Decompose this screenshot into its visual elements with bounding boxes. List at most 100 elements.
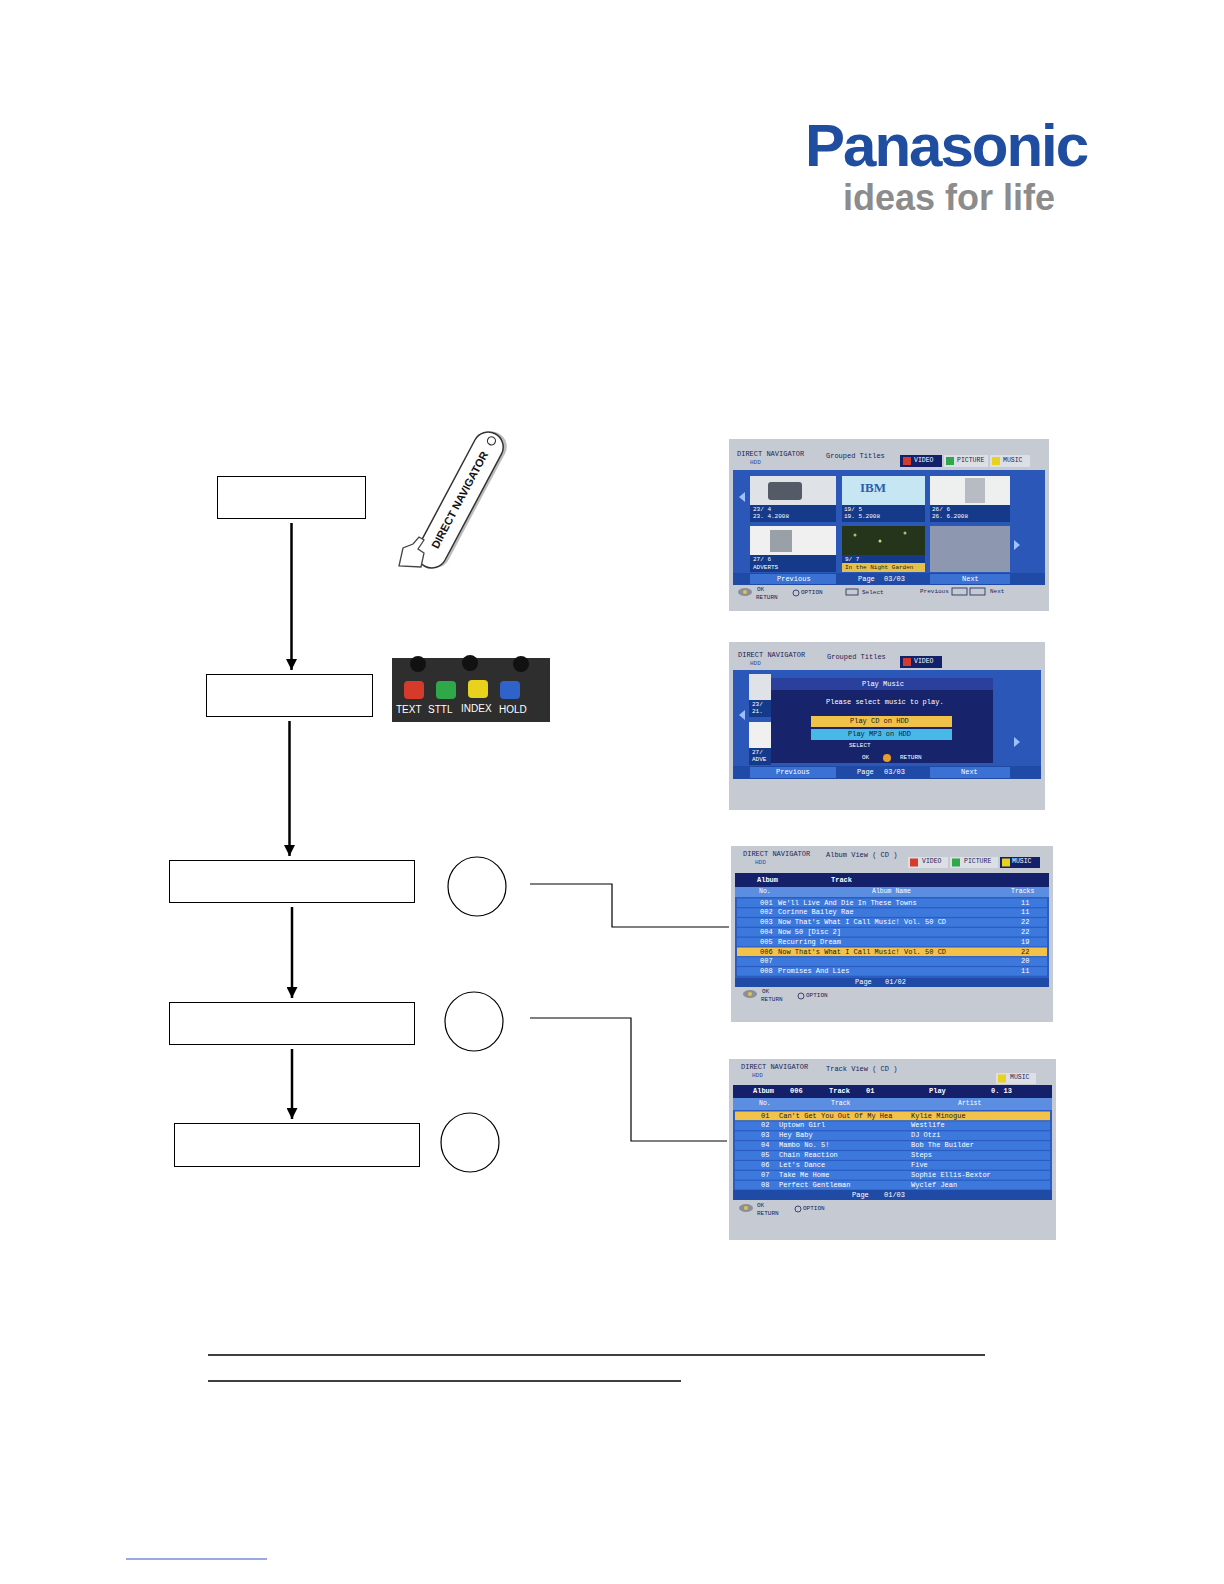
nav-bar (735, 978, 1049, 987)
screen-text: Steps (911, 1152, 932, 1159)
table-row (735, 1131, 1050, 1140)
screen-text: SELECT (849, 743, 871, 749)
screen-text: 20 (1021, 958, 1029, 965)
blue-button (500, 681, 520, 699)
thumbnail-detail (854, 534, 857, 537)
logo-tagline: ideas for life (843, 180, 1055, 216)
screen-panel (733, 470, 1045, 573)
screen-text: Now That's What I Call Music! Vol. 50 CD (778, 919, 946, 926)
flow-arrow (291, 907, 294, 998)
screen-text: 26. 6.2008 (932, 514, 968, 520)
tab (1000, 857, 1040, 868)
screen-text: DIRECT NAVIGATOR (737, 451, 804, 458)
table-panel (735, 897, 1049, 978)
screen-text: OPTION (803, 1206, 825, 1212)
table-row (735, 1151, 1050, 1160)
node-text-holder (170, 867, 186, 875)
table-row (737, 948, 1047, 957)
screen-frame (731, 846, 1053, 1022)
remote-photo (392, 655, 550, 722)
screenshot (729, 439, 1049, 611)
tab-swatch (903, 658, 911, 666)
screen-text: RETURN (900, 755, 922, 761)
thumbnail (842, 526, 925, 555)
table-row (737, 899, 1047, 908)
screen-frame (729, 439, 1049, 611)
leader-line (530, 884, 729, 927)
screen-text: ADVERTS (753, 565, 778, 571)
screen-text: 003 (760, 919, 773, 926)
screen-text: 01 (761, 1113, 769, 1120)
tab-swatch (946, 457, 954, 465)
screen-text: 19. 5.2008 (844, 514, 880, 520)
screen-text: DIRECT NAVIGATOR (738, 652, 805, 659)
button-label: HOLD (499, 705, 527, 715)
step-circle (444, 991, 504, 1052)
screen-text: 006 (790, 1088, 803, 1095)
scroll-arrow (739, 710, 745, 720)
thumbnail (749, 722, 771, 748)
screen-text: Now 50 [Disc 2] (778, 929, 841, 936)
screen-text: Track View ( CD ) (826, 1066, 897, 1073)
table-row (737, 908, 1047, 917)
screen-text: 001 (760, 900, 773, 907)
screen-text: Album View ( CD ) (826, 852, 897, 859)
leader-line (530, 1018, 727, 1141)
screen-frame (729, 1059, 1056, 1240)
screen-text: Can't Get You Out Of My Hea (779, 1113, 892, 1120)
thumbnail-detail (965, 478, 985, 503)
button-label: TEXT (396, 705, 422, 715)
thumbnail-caption (842, 563, 925, 572)
screen-text: HDD (750, 661, 761, 667)
screen-text: 27/ 6 (753, 557, 771, 563)
screen-text: Artist (958, 1101, 981, 1108)
screen-text: HDD (755, 860, 766, 866)
screen-text: Recurring Dream (778, 939, 841, 946)
screen-text: Five (911, 1162, 928, 1169)
screen-text: 21. (752, 709, 763, 715)
option-icon (798, 993, 804, 999)
screen-text: RETURN (761, 997, 783, 1003)
yellow-button (468, 680, 488, 698)
thumbnail-caption (750, 505, 836, 522)
logo-text: Panasonic (805, 116, 1087, 176)
screen-text: 03/03 (884, 769, 905, 776)
screen-text: 03/03 (884, 576, 905, 583)
screen-text: Track (831, 1101, 851, 1108)
screen-text: Previous (777, 576, 811, 583)
circle-outline (440, 1112, 500, 1173)
tab (944, 455, 988, 467)
screen-text: 007 (760, 958, 773, 965)
screen-text: Take Me Home (779, 1172, 829, 1179)
table-row (735, 1161, 1050, 1170)
screen-text: Grouped Titles (826, 453, 885, 460)
screen-text: In the Night Garden (845, 565, 913, 571)
screen-text: No. (759, 889, 771, 896)
screen-text: Album Name (872, 889, 911, 896)
screen-text: Promises And Lies (778, 968, 849, 975)
option-icon (795, 1206, 801, 1212)
screen-text: DJ Otzi (911, 1132, 940, 1139)
tab (996, 1073, 1036, 1084)
screen-text: Next (961, 769, 978, 776)
screen-text: 03 (761, 1132, 769, 1139)
screen-text: Chain Reaction (779, 1152, 838, 1159)
screen-text: HDD (750, 460, 761, 466)
screen-text: ADVE (752, 757, 766, 763)
nav-bar (733, 1190, 1052, 1200)
select-icon (846, 589, 858, 595)
step-box (206, 674, 373, 717)
step-box (174, 1123, 420, 1167)
node-text-holder (170, 1009, 186, 1017)
screen-text: Grouped Titles (827, 654, 886, 661)
tag-body (412, 427, 509, 574)
green-button (436, 681, 456, 699)
screen-panel (733, 670, 1041, 766)
thumbnail (930, 526, 1010, 572)
table-row (735, 1181, 1050, 1190)
thumbnail-caption (842, 555, 925, 563)
screen-text: 19 (1021, 939, 1029, 946)
tab (950, 857, 998, 868)
